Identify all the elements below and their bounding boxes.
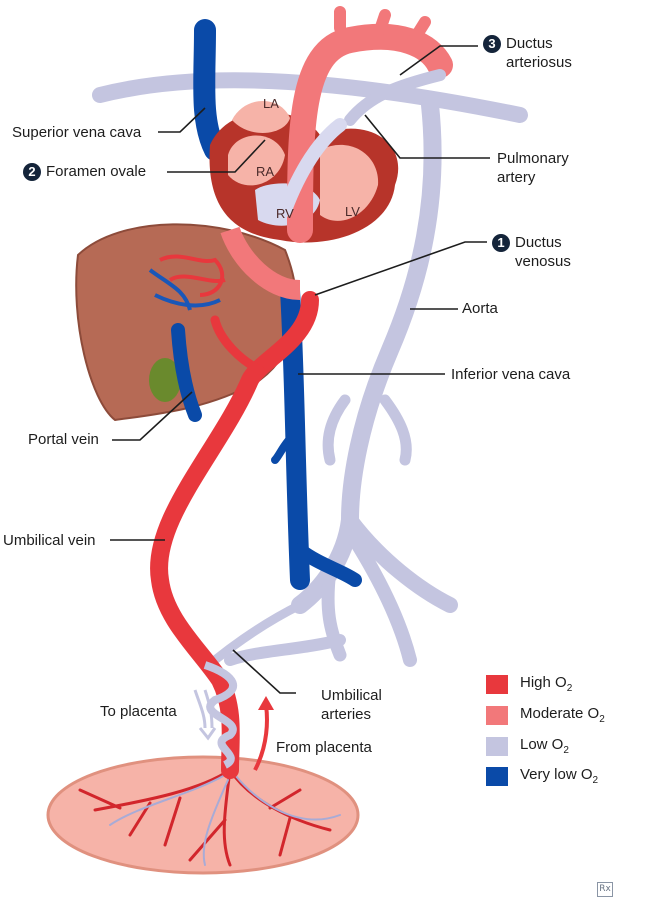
ductus-arteriosus-label: 3 Ductus arteriosus bbox=[483, 34, 572, 72]
umbilical-vein-label: Umbilical vein bbox=[3, 532, 96, 549]
liver bbox=[75, 223, 298, 422]
legend-label-moderate-o2: Moderate O bbox=[520, 705, 600, 722]
portal-vein-vessel bbox=[171, 323, 202, 422]
heart-la-label: LA bbox=[263, 96, 279, 111]
legend-label-very-low-o2: Very low O bbox=[520, 766, 593, 783]
superior-vena-cava-vessel bbox=[193, 19, 226, 161]
ductus-arteriosus-text-1: Ductus bbox=[506, 35, 553, 52]
from-placenta-arrow bbox=[253, 696, 274, 771]
legend-item-moderate-o2: Moderate O2 bbox=[486, 705, 605, 725]
legend-item-high-o2: High O2 bbox=[486, 674, 572, 694]
umbilical-arteries-label: Umbilical arteries bbox=[321, 686, 382, 724]
foramen-ovale-label: 2 Foramen ovale bbox=[23, 162, 146, 181]
ductus-venosus-text-2: venosus bbox=[515, 253, 571, 270]
leader-lines bbox=[110, 45, 490, 694]
ductus-venosus-text-1: Ductus bbox=[515, 234, 562, 251]
legend-sub-high-o2: 2 bbox=[566, 683, 573, 694]
legend-sub-moderate-o2: 2 bbox=[599, 714, 605, 725]
pulmonary-artery-text-2: artery bbox=[497, 169, 536, 186]
legend-sub-low-o2: 2 bbox=[563, 745, 569, 756]
ductus-arteriosus-text-2: arteriosus bbox=[506, 54, 572, 71]
aortic-arch-vessel bbox=[287, 6, 453, 243]
publisher-logo: Rx bbox=[597, 882, 613, 897]
legend-label-high-o2: High O bbox=[520, 674, 567, 691]
portal-vein-label: Portal vein bbox=[28, 431, 99, 448]
heart-lv-label: LV bbox=[345, 204, 360, 219]
umbilical-arteries-text-1: Umbilical bbox=[321, 687, 382, 704]
placenta bbox=[46, 755, 360, 875]
legend-swatch-moderate-o2 bbox=[486, 705, 508, 725]
from-placenta-label: From placenta bbox=[276, 739, 372, 756]
pulmonary-artery-label: Pulmonary artery bbox=[497, 149, 569, 187]
umbilical-arteries-text-2: arteries bbox=[321, 706, 372, 723]
superior-vena-cava-label: Superior vena cava bbox=[12, 124, 142, 141]
legend-swatch-high-o2 bbox=[486, 674, 508, 694]
inferior-vena-cava-label: Inferior vena cava bbox=[451, 366, 571, 383]
legend-swatch-very-low-o2 bbox=[486, 766, 508, 786]
inferior-vena-cava-vessel bbox=[271, 280, 362, 590]
to-placenta-label: To placenta bbox=[100, 703, 177, 720]
foramen-ovale-text: Foramen ovale bbox=[46, 163, 147, 180]
umbilical-arteries-vessel bbox=[203, 661, 238, 769]
ivc-to-heart-vessel bbox=[220, 226, 301, 300]
aorta-label: Aorta bbox=[462, 300, 498, 317]
legend-sub-very-low-o2: 2 bbox=[592, 775, 599, 786]
ductus-venosus-label: 1 Ductus venosus bbox=[492, 233, 571, 271]
legend-swatch-low-o2 bbox=[486, 736, 508, 756]
legend-item-very-low-o2: Very low O2 bbox=[486, 766, 598, 786]
to-placenta-arrow bbox=[193, 689, 217, 741]
foramen-ovale-number-badge: 2 bbox=[23, 163, 41, 181]
heart-rv-label: RV bbox=[276, 206, 294, 221]
heart-ra-label: RA bbox=[256, 164, 275, 179]
pulmonary-artery-text-1: Pulmonary bbox=[497, 150, 569, 167]
legend-item-low-o2: Low O2 bbox=[486, 736, 569, 756]
ductus-venosus-number-badge: 1 bbox=[492, 234, 510, 252]
ductus-arteriosus-number-badge: 3 bbox=[483, 35, 501, 53]
legend-label-low-o2: Low O bbox=[520, 736, 564, 753]
pulmonary-artery-vessel bbox=[278, 118, 347, 217]
